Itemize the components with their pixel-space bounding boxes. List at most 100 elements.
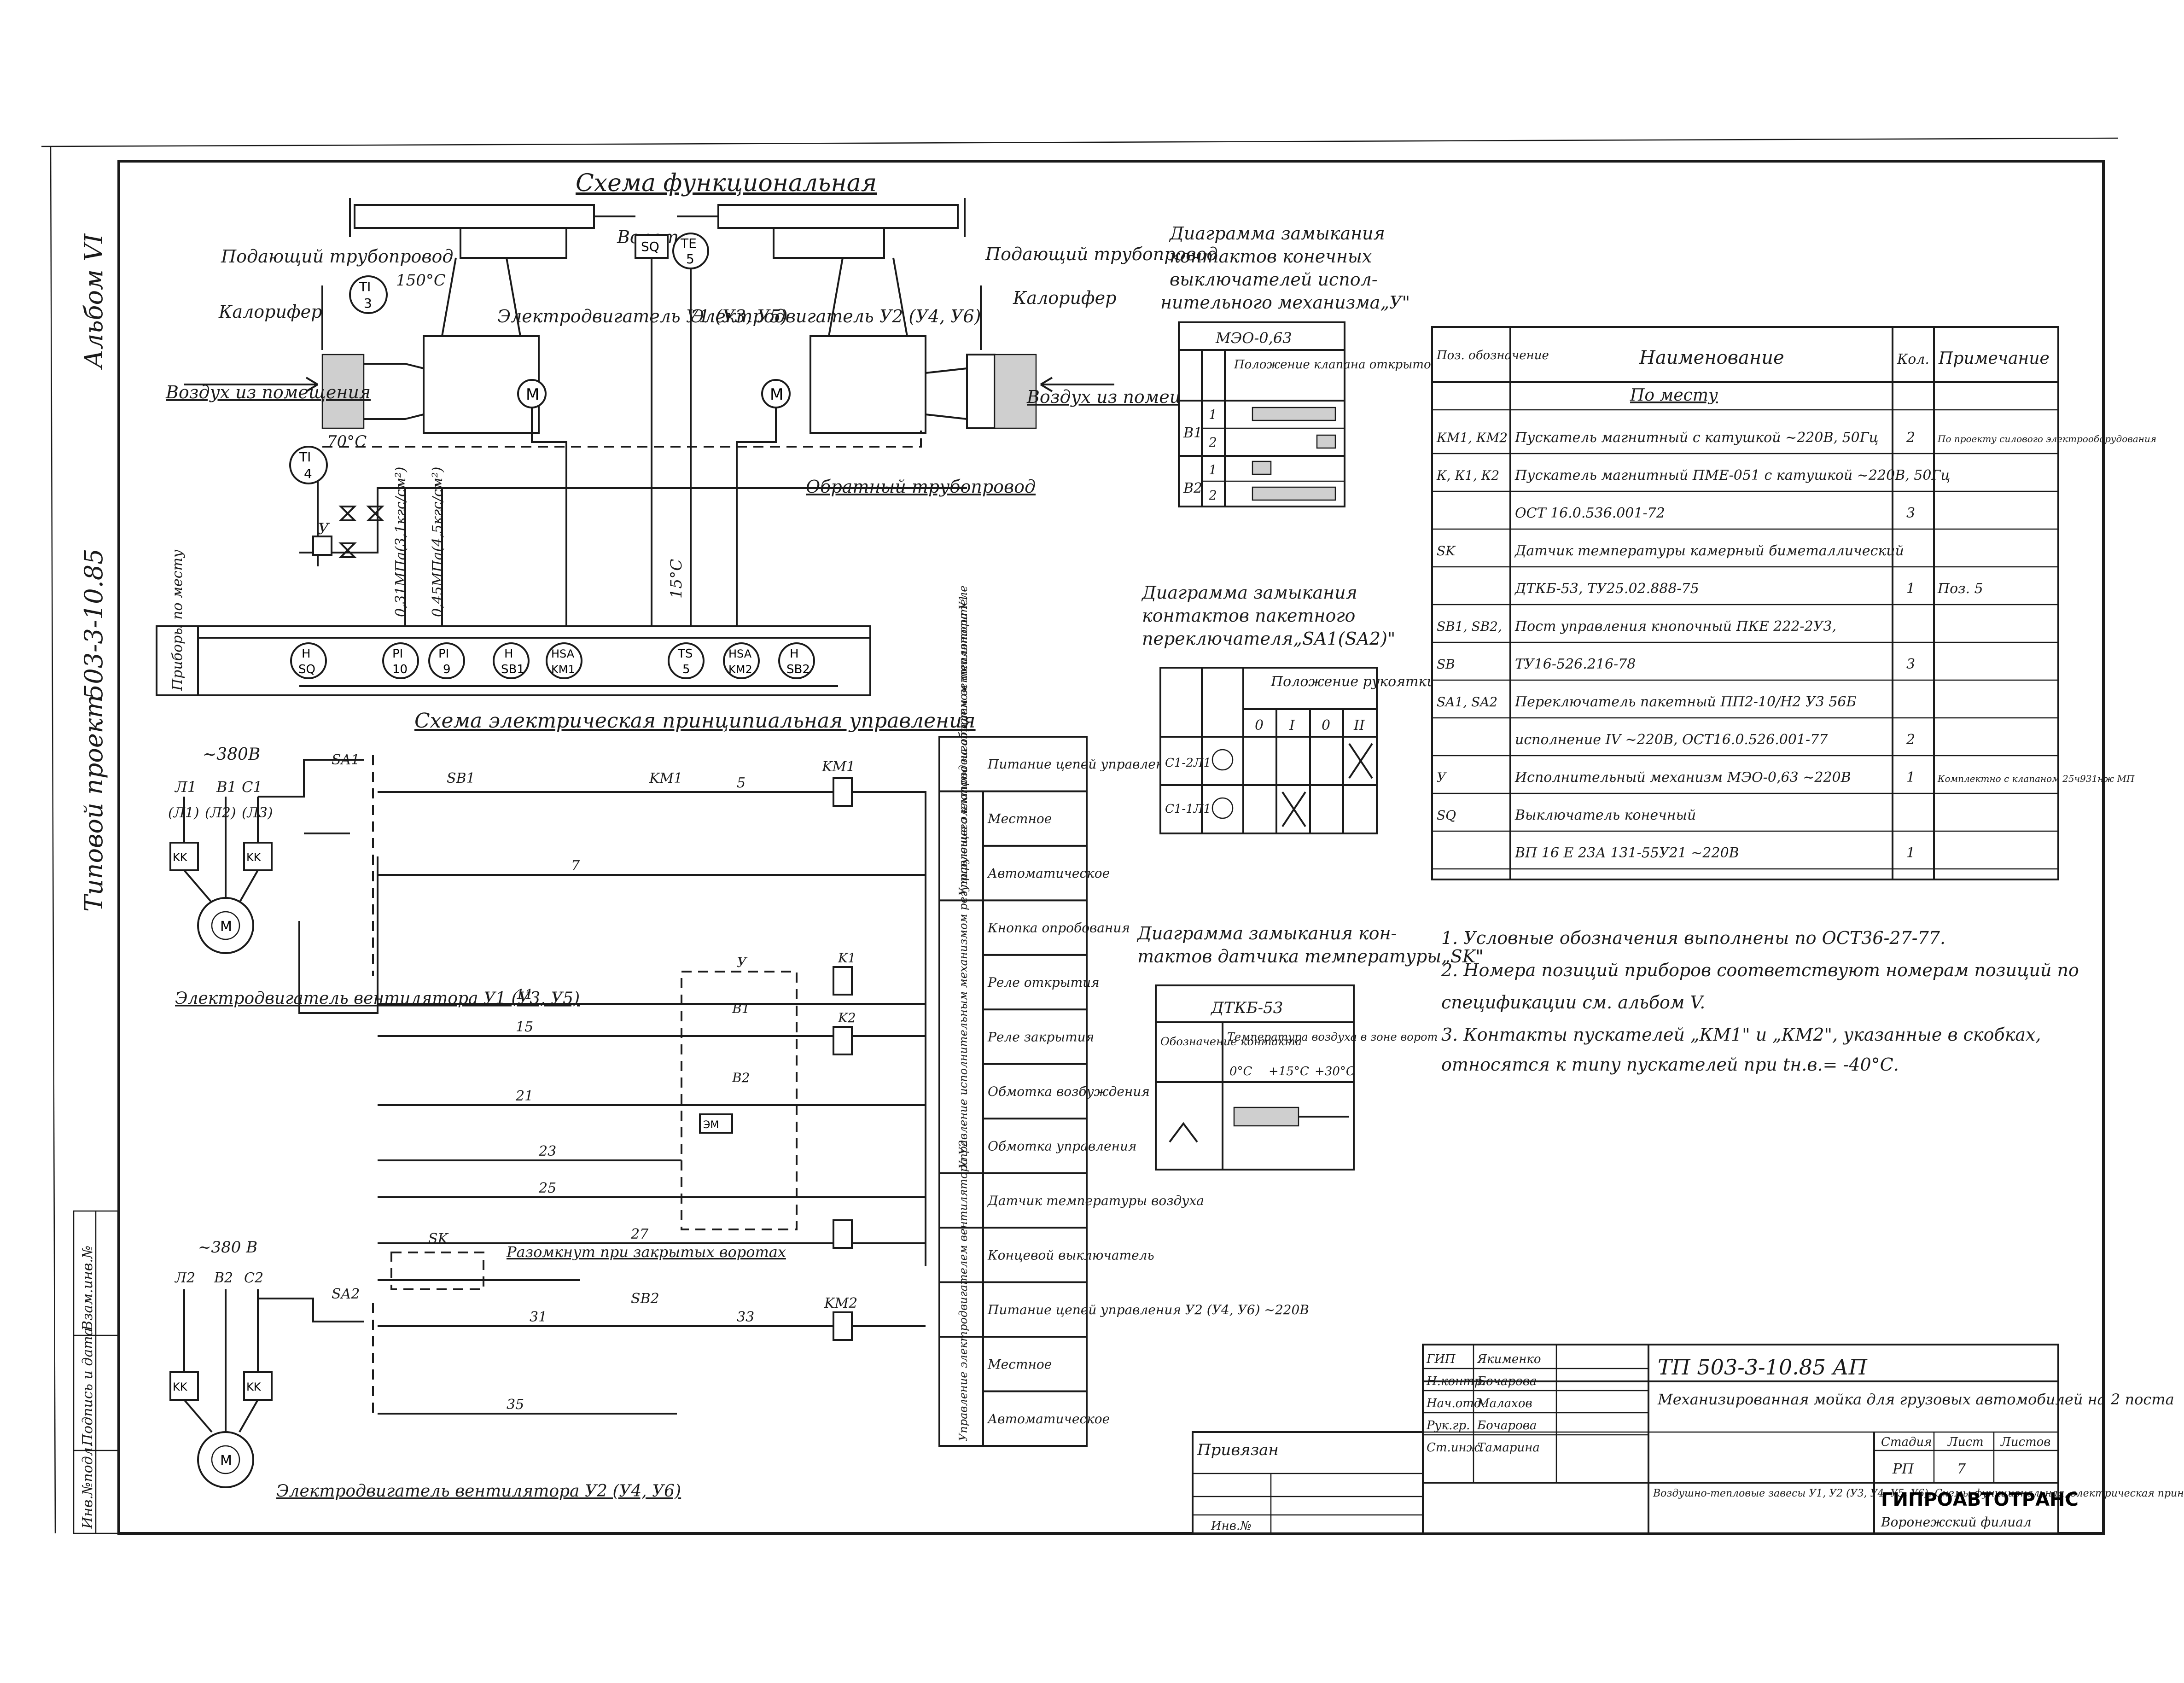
spec-cell-name: ВП 16 Е 23А 131-55У21 ~220В: [1514, 845, 1739, 861]
d2-title-3: переключателя„SA1(SA2)": [1142, 629, 1395, 649]
svg-text:Лист: Лист: [1947, 1435, 1984, 1449]
d1-title-3: выключателей испол-: [1170, 269, 1378, 290]
legend-row: Автоматическое: [987, 1411, 1110, 1427]
svg-text:5: 5: [682, 663, 690, 676]
side-inscriptions: Альбом VI 503-3-10.85 Типовой проект Инв…: [73, 233, 119, 1534]
d3-col1: Обозначение контакта: [1160, 1035, 1302, 1048]
spec-cell-note: Комплектно с клапаном 25ч931нж МП: [1937, 773, 2135, 784]
svg-text:KK: KK: [246, 1380, 262, 1393]
device-h-sb1: H SB1: [493, 642, 530, 679]
svg-text:PI: PI: [438, 647, 449, 661]
sensor-sq: SQ: [635, 234, 669, 635]
svg-text:9: 9: [443, 663, 451, 676]
side-album: Альбом VI: [79, 233, 108, 370]
legend-row: Реле закрытия: [987, 1030, 1094, 1045]
spec-cell-pos: SB: [1437, 657, 1455, 672]
svg-text:Электродвигатель У2 (У4, У6): Электродвигатель У2 (У4, У6): [691, 306, 981, 326]
side-project: Типовой проект: [79, 695, 108, 912]
sheet-frame: [41, 137, 2119, 1535]
spec-cell-name: ОСТ 16.0.536.001-72: [1515, 505, 1665, 521]
d3-header: ДТКБ-53: [1210, 999, 1283, 1017]
svg-text:М: М: [770, 385, 783, 404]
note-3: 3. Контакты пускателей „КМ1" и „КМ2", ук…: [1441, 1025, 2041, 1045]
legend-row: Питание цепей управления У2 (У4, У6) ~22…: [987, 1302, 1309, 1317]
svg-text:(Л2): (Л2): [205, 805, 236, 821]
svg-text:0: 0: [1255, 717, 1264, 734]
d2-title-1: Диаграмма замыкания: [1141, 582, 1357, 603]
functional-title: Схема функциональная: [576, 169, 877, 197]
heater-left: [321, 354, 365, 429]
actuator-y-box: [681, 971, 798, 1230]
spec-cell-name: Переключатель пакетный ПП2-10/Н2 У3 56Б: [1514, 694, 1857, 710]
motor1-icon: [197, 897, 254, 954]
svg-text:7: 7: [1957, 1461, 1966, 1477]
diagram-temp-sensor: Диаграмма замыкания кон- тактов датчика …: [1136, 923, 1484, 1171]
legend-group: Управление электродвигателем вентилятора…: [957, 594, 970, 896]
svg-text:HSA: HSA: [551, 647, 575, 660]
side-number: 503-3-10.85: [79, 548, 108, 700]
svg-text:Подающий трубопровод: Подающий трубопровод: [221, 246, 454, 267]
svg-text:B2: B2: [732, 1070, 750, 1085]
svg-text:В1: В1: [216, 778, 237, 796]
spec-section: По месту: [1630, 386, 1718, 405]
legend-row: Местное: [987, 811, 1052, 827]
svg-text:TI: TI: [359, 279, 371, 294]
note-1: 1. Условные обозначения выполнены по ОСТ…: [1441, 928, 1945, 948]
note-3b: относятся к типу пускателей при tн.в.= -…: [1441, 1054, 1899, 1075]
role-person: Малахов: [1477, 1397, 1532, 1410]
svg-text:33: 33: [737, 1309, 754, 1325]
svg-text:М: М: [220, 1453, 232, 1469]
svg-text:0,31МПа(3,1кгс/см²): 0,31МПа(3,1кгс/см²): [393, 467, 409, 617]
device-ts-5: TS 5: [668, 642, 705, 679]
d1-title-2: контактов конечных: [1170, 246, 1372, 267]
svg-text:70°С: 70°С: [327, 432, 367, 451]
svg-text:С1-2Л1: С1-2Л1: [1165, 756, 1211, 770]
voltage-bottom: ~380 В: [198, 1238, 257, 1257]
spec-cell-qty: 1: [1906, 581, 1915, 597]
svg-text:2: 2: [1208, 435, 1217, 450]
spec-cell-name: Исполнительный механизм МЭО-0,63 ~220В: [1514, 769, 1851, 786]
svg-text:10: 10: [392, 663, 408, 676]
d3-col2: Температура воздуха в зоне ворот: [1227, 1031, 1438, 1043]
svg-text:SQ: SQ: [298, 663, 315, 676]
stamp-sign: Подпись и дата: [80, 1328, 96, 1446]
svg-text:II: II: [1353, 717, 1365, 734]
spec-cell-name: исполнение IV ~220В, ОСТ16.0.526.001-77: [1515, 732, 1828, 748]
spec-cell-qty: 3: [1906, 505, 1915, 521]
svg-text:KK: KK: [173, 1380, 188, 1393]
role-title: ГИП: [1426, 1352, 1456, 1366]
legend-row: Кнопка опробования: [987, 920, 1130, 936]
svg-text:Обратный трубопровод: Обратный трубопровод: [806, 477, 1036, 497]
svg-text:Листов: Листов: [2000, 1435, 2050, 1449]
svg-text:М: М: [220, 919, 232, 935]
device-hsa-km2: HSA KM2: [723, 642, 760, 679]
legend-row: Концевой выключатель: [987, 1247, 1154, 1263]
sk-note: Разомкнут при закрытых воротах: [506, 1243, 786, 1261]
motor2-icon: [197, 1431, 254, 1488]
svg-text:KK: KK: [246, 851, 262, 864]
svg-text:4: 4: [304, 466, 312, 481]
note-2: 2. Номера позиций приборов соответствуют…: [1441, 960, 2079, 980]
svg-text:SB2: SB2: [786, 663, 810, 676]
specification-table: [1431, 326, 2059, 880]
legend-row: Датчик температуры воздуха: [987, 1193, 1204, 1208]
sensor-te-5: TE 5: [672, 233, 709, 635]
svg-text:У: У: [318, 520, 330, 538]
svg-text:Л2: Л2: [174, 1270, 195, 1286]
svg-text:25: 25: [538, 1180, 556, 1196]
spec-cell-note: Поз. 5: [1937, 581, 1983, 597]
svg-text:150°С: 150°С: [396, 271, 446, 290]
svg-text:PI: PI: [392, 647, 403, 661]
svg-text:+30°С: +30°С: [1315, 1065, 1355, 1078]
svg-text:1: 1: [1209, 407, 1217, 422]
functional-scheme: Схема функциональная Ворота М М Подающий…: [156, 169, 1232, 696]
svg-text:SA1: SA1: [332, 752, 360, 768]
spec-cell-qty: 1: [1906, 769, 1915, 786]
coil-km1: [833, 777, 853, 807]
devices-label: Приборы по месту: [169, 549, 186, 691]
diagram-limit-switches: Диаграмма замыкания контактов конечных в…: [1160, 223, 1491, 507]
spec-cell-qty: 1: [1906, 845, 1915, 861]
role-person: Бочарова: [1477, 1419, 1537, 1433]
title-block: Привязан Инв.№ ТП 503-3-10.85 АП Механиз…: [1192, 1344, 2184, 1534]
